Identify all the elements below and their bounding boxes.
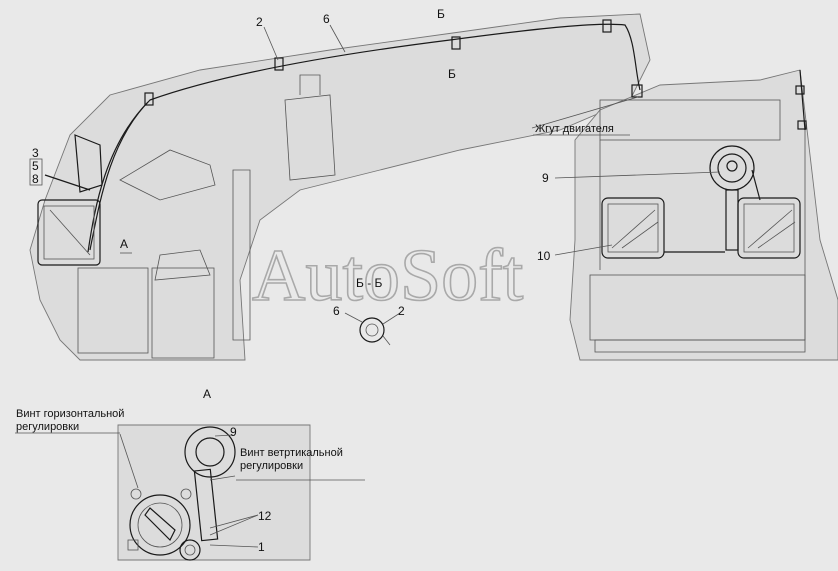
clip-icon: [795, 85, 805, 95]
section-bb-title: Б - Б: [356, 276, 383, 290]
adjust-screw-icon: [130, 488, 142, 500]
clip-icon: [797, 120, 807, 130]
engine-area: [569, 69, 838, 361]
callout-9: 9: [542, 171, 549, 185]
left-headlamp-assembly: [37, 134, 132, 266]
view-a-callout-1: 1: [258, 540, 265, 554]
view-a-callout-9: 9: [230, 425, 237, 439]
callout-8: 8: [32, 172, 39, 186]
clip-icon: [451, 36, 461, 50]
adjust-screw-icon: [180, 488, 192, 500]
section-callout-6: 6: [333, 304, 340, 318]
section-mark-b-bottom: Б: [448, 67, 456, 81]
horizontal-screw-label-1: Винт горизонтальной: [16, 408, 124, 420]
clip-icon: [144, 92, 154, 106]
clip-icon: [274, 57, 284, 71]
view-a-detail: [117, 424, 365, 561]
headlamp-right: [737, 197, 801, 259]
headlamp-left: [601, 197, 665, 259]
wiring-harness: [87, 19, 807, 253]
callout-6: 6: [323, 12, 330, 26]
view-mark-a: А: [120, 237, 128, 251]
view-a-callout-12: 12: [258, 509, 272, 523]
engine-harness-label: Жгут двигателя: [535, 123, 614, 135]
clip-icon: [602, 19, 612, 33]
vertical-screw-label-1: Винт ветртикальной: [240, 447, 343, 459]
section-mark-b-top: Б: [437, 7, 445, 21]
section-bb-detail: [344, 312, 401, 346]
right-lamp-assembly: [554, 145, 801, 259]
view-a-title: А: [203, 387, 211, 401]
callout-2: 2: [256, 15, 263, 29]
watermark: AutoSoft: [252, 235, 524, 317]
section-callout-2: 2: [398, 304, 405, 318]
tractor-body: [29, 13, 651, 361]
callout-3: 3: [32, 146, 39, 160]
horizontal-screw-label-2: регулировки: [16, 421, 79, 433]
callout-10: 10: [537, 249, 551, 263]
callout-5: 5: [32, 159, 39, 173]
vertical-screw-label-2: регулировки: [240, 460, 303, 472]
